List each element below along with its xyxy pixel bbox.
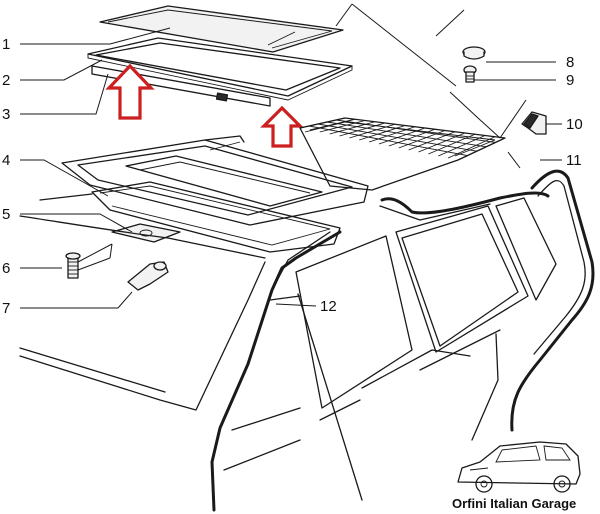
bolt bbox=[65, 252, 81, 279]
callout-3: 3 bbox=[2, 106, 10, 123]
callout-6: 6 bbox=[2, 260, 10, 277]
roof-frame bbox=[61, 135, 369, 226]
grid-rib bbox=[349, 123, 396, 139]
brand-text: Orfini Italian Garage bbox=[452, 496, 576, 511]
grid-rib bbox=[438, 135, 486, 157]
sunshade-grid bbox=[299, 117, 506, 191]
grid-rib bbox=[368, 126, 416, 143]
grid-rail bbox=[317, 123, 477, 152]
leader-lines bbox=[20, 3, 562, 309]
latch-handle bbox=[127, 261, 169, 291]
callout-8: 8 bbox=[566, 54, 574, 71]
callout-4: 4 bbox=[2, 152, 10, 169]
grid-rib bbox=[299, 117, 346, 129]
callout-5: 5 bbox=[2, 206, 10, 223]
callout-12: 12 bbox=[320, 298, 337, 315]
grid-rib bbox=[408, 131, 456, 151]
car-thumbnail-logo bbox=[457, 441, 581, 493]
grid-rib bbox=[309, 118, 356, 131]
grid-rib bbox=[329, 121, 376, 135]
callout-10: 10 bbox=[566, 116, 583, 133]
grid-rail bbox=[326, 121, 487, 148]
grid-rib bbox=[428, 133, 476, 155]
car-body-outline bbox=[19, 169, 595, 512]
grid-rib bbox=[388, 128, 436, 147]
callout-7: 7 bbox=[2, 300, 10, 317]
retaining-clip bbox=[521, 111, 547, 135]
grid-rail bbox=[335, 119, 496, 143]
grid-rib bbox=[418, 132, 466, 153]
grid-rib bbox=[398, 130, 446, 149]
glass-panel bbox=[99, 5, 344, 53]
callout-1: 1 bbox=[2, 36, 10, 53]
callout-2: 2 bbox=[2, 72, 10, 89]
watermark: Orfini Italian Garage bbox=[452, 441, 581, 511]
grid-rib bbox=[447, 136, 496, 159]
grid-rib bbox=[339, 122, 386, 137]
grid-rib bbox=[359, 125, 406, 141]
grid-rib bbox=[378, 127, 426, 145]
highlight-arrow-right bbox=[260, 105, 304, 148]
cover-cap bbox=[462, 46, 486, 60]
fixing-screw bbox=[463, 65, 477, 83]
callout-11: 11 bbox=[566, 152, 582, 169]
seal-frame bbox=[87, 37, 353, 101]
callout-labels: 1 2 3 4 5 6 7 8 9 10 11 12 bbox=[2, 36, 583, 317]
perimeter-gasket bbox=[91, 181, 341, 253]
grid-rib bbox=[319, 120, 366, 133]
callout-9: 9 bbox=[566, 72, 574, 89]
highlight-arrow-left bbox=[105, 63, 155, 120]
grid-rail bbox=[308, 125, 468, 157]
grid-rib bbox=[457, 137, 506, 161]
